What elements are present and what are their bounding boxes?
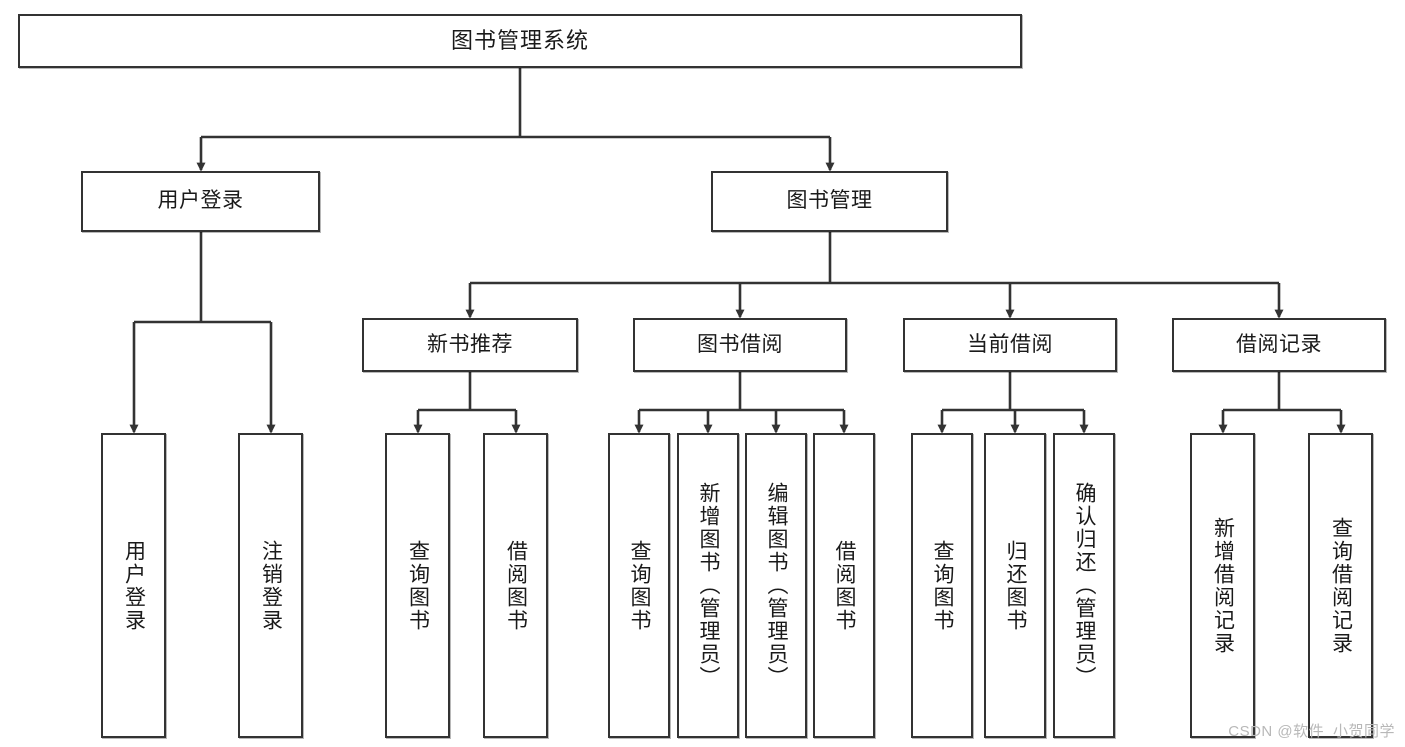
node-label: 查询图书 bbox=[628, 539, 652, 632]
node-label: 借阅记录 bbox=[1236, 332, 1322, 356]
node-label: 图书管理系统 bbox=[450, 28, 589, 54]
node-leaf-return-book[interactable]: 归还图书 bbox=[984, 433, 1046, 738]
node-leaf-query-book-borrow[interactable]: 查询图书 bbox=[608, 433, 670, 738]
node-leaf-logout[interactable]: 注销登录 bbox=[238, 433, 303, 738]
node-label: 用户登录 bbox=[122, 539, 146, 632]
node-label: 编辑图书（管理员） bbox=[765, 482, 789, 689]
node-label: 图书管理 bbox=[786, 189, 873, 213]
node-current-borrow[interactable]: 当前借阅 bbox=[903, 318, 1117, 372]
node-label: 新增图书（管理员） bbox=[697, 482, 721, 689]
node-label: 借阅图书 bbox=[504, 539, 528, 632]
node-root[interactable]: 图书管理系统 bbox=[18, 14, 1022, 68]
node-borrow-record[interactable]: 借阅记录 bbox=[1172, 318, 1386, 372]
node-leaf-query-record[interactable]: 查询借阅记录 bbox=[1308, 433, 1373, 738]
node-label: 归还图书 bbox=[1004, 539, 1028, 632]
node-leaf-borrow-book[interactable]: 借阅图书 bbox=[813, 433, 875, 738]
node-label: 查询图书 bbox=[406, 539, 430, 632]
node-label: 查询图书 bbox=[931, 539, 955, 632]
node-leaf-add-record[interactable]: 新增借阅记录 bbox=[1190, 433, 1255, 738]
node-user-login[interactable]: 用户登录 bbox=[81, 171, 320, 232]
node-label: 新书推荐 bbox=[427, 332, 513, 356]
node-leaf-add-book[interactable]: 新增图书（管理员） bbox=[677, 433, 739, 738]
node-label: 注销登录 bbox=[259, 539, 283, 632]
node-leaf-query-book-rec[interactable]: 查询图书 bbox=[385, 433, 450, 738]
node-label: 图书借阅 bbox=[697, 332, 783, 356]
node-label: 借阅图书 bbox=[833, 539, 857, 632]
node-label: 确认归还（管理员） bbox=[1073, 482, 1097, 689]
node-leaf-edit-book[interactable]: 编辑图书（管理员） bbox=[745, 433, 807, 738]
node-book-manage[interactable]: 图书管理 bbox=[711, 171, 948, 232]
node-label: 用户登录 bbox=[157, 189, 244, 213]
node-label: 查询借阅记录 bbox=[1329, 516, 1353, 655]
node-new-book-rec[interactable]: 新书推荐 bbox=[362, 318, 578, 372]
node-leaf-user-login[interactable]: 用户登录 bbox=[101, 433, 166, 738]
node-leaf-confirm-return[interactable]: 确认归还（管理员） bbox=[1053, 433, 1115, 738]
node-label: 当前借阅 bbox=[967, 332, 1053, 356]
node-leaf-borrow-book-rec[interactable]: 借阅图书 bbox=[483, 433, 548, 738]
node-label: 新增借阅记录 bbox=[1211, 516, 1235, 655]
node-leaf-query-book-current[interactable]: 查询图书 bbox=[911, 433, 973, 738]
node-book-borrow[interactable]: 图书借阅 bbox=[633, 318, 847, 372]
